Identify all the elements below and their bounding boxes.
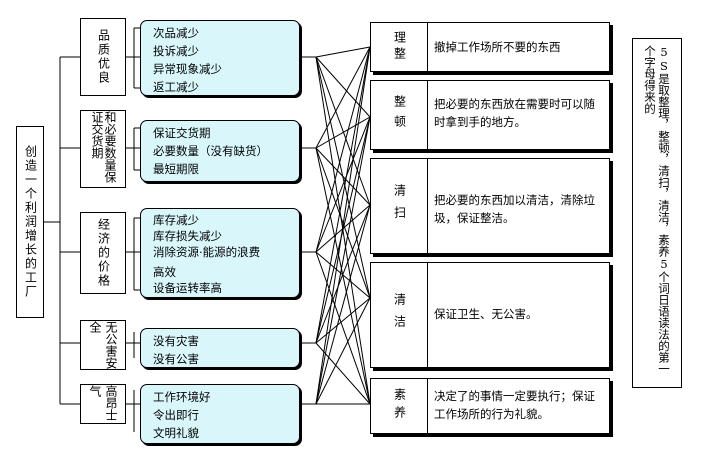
five-s-name: 素养 (392, 388, 407, 424)
pill-item: 工作环境好 (153, 390, 211, 404)
category-box-quality: 品质优良 (80, 18, 126, 96)
pill-item: 投诉减少 (153, 44, 199, 58)
pill-item: 必要数量（没有缺货） (153, 144, 268, 158)
five-s-desc: 保证卫生、无公害。 (434, 307, 538, 321)
pill-item: 次品减少 (153, 26, 199, 40)
pill-item: 令出即行 (153, 408, 199, 422)
five-s-name: 清洁 (392, 293, 407, 337)
category-label: 经济的价格 (96, 218, 111, 288)
five-s-name: 整顿 (392, 95, 407, 135)
items-pill-morale: 工作环境好 令出即行 文明礼貌 (140, 384, 300, 444)
note-box: 5S是取整理，整顿，清扫，清洁，素养5个词日语读法的第一个字母得来的 (632, 38, 682, 388)
pill-item: 最短期限 (153, 162, 199, 176)
five-s-desc: 决定了的事情一定要执行；保证工作场所的行为礼貌。 (434, 389, 595, 421)
pill-item: 文明礼貌 (153, 426, 199, 440)
pill-item: 设备运转率高 (153, 281, 222, 295)
pill-item: 保证交货期 (153, 126, 211, 140)
category-box-safety: 无公害安全 (80, 320, 126, 370)
category-box-delivery: 和必要数量保证交货期 (80, 110, 126, 188)
category-box-morale: 高昂士气 (80, 384, 126, 424)
category-box-price: 经济的价格 (80, 212, 126, 294)
items-pill-safety: 没有灾害 没有公害 (140, 328, 300, 368)
pill-item: 高效 (153, 265, 176, 279)
five-s-row-seiton: 整顿 把必要的东西放在需要时可以随时拿到手的地方。 (370, 80, 610, 150)
category-label: 和必要数量保证交货期 (90, 111, 117, 183)
five-s-row-seiketsu: 清洁 保证卫生、无公害。 (370, 262, 610, 368)
pill-item: 库存减少 (153, 213, 199, 227)
category-label: 高昂士气 (88, 385, 118, 421)
pill-item: 异常现象减少 (153, 62, 222, 76)
items-pill-delivery: 保证交货期 必要数量（没有缺货） 最短期限 (140, 120, 300, 182)
category-label: 品质优良 (96, 29, 111, 85)
five-s-row-seiri: 理整 撤掉工作场所不要的东西 (370, 22, 610, 72)
root-box: 创造一个利润增长的工厂 (16, 126, 44, 318)
five-s-desc: 把必要的东西加以清洁，清除垃圾，保证整洁。 (434, 193, 595, 225)
five-s-name: 清扫 (392, 184, 407, 228)
pill-item: 库存损失减少 (153, 229, 222, 243)
pill-item: 没有公害 (153, 352, 199, 366)
note-text: 5S是取整理，整顿，清扫，清洁，素养5个词日语读法的第一个字母得来的 (643, 45, 671, 375)
items-pill-price: 库存减少 库存损失减少 消除资源·能源的浪费 高效 设备运转率高 (140, 208, 300, 298)
five-s-name: 理整 (392, 31, 407, 63)
root-label: 创造一个利润增长的工厂 (23, 145, 38, 299)
five-s-desc: 撤掉工作场所不要的东西 (434, 40, 561, 54)
category-label: 无公害安全 (88, 321, 118, 369)
pill-item: 消除资源·能源的浪费 (153, 245, 261, 259)
five-s-row-shitsuke: 素养 决定了的事情一定要执行；保证工作场所的行为礼貌。 (370, 378, 610, 434)
items-pill-quality: 次品减少 投诉减少 异常现象减少 返工减少 (140, 20, 300, 96)
pill-item: 没有灾害 (153, 334, 199, 348)
five-s-desc: 把必要的东西放在需要时可以随时拿到手的地方。 (434, 97, 595, 129)
pill-item: 返工减少 (153, 80, 199, 94)
five-s-row-seiso: 清扫 把必要的东西加以清洁，清除垃圾，保证整洁。 (370, 158, 610, 254)
